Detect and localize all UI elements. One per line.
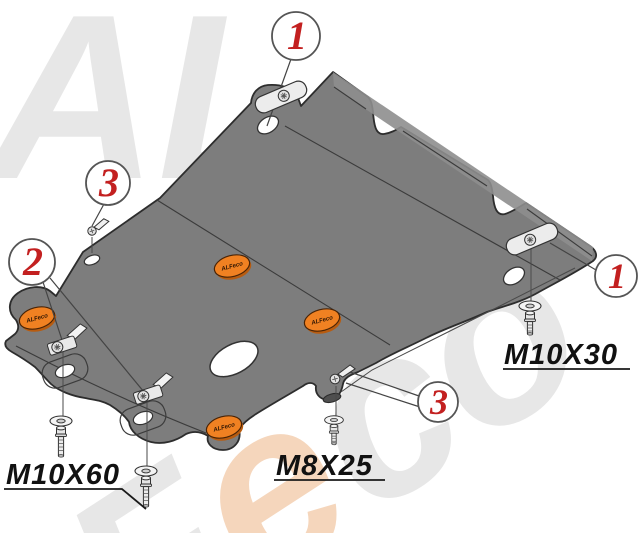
small-bracket-bottom [329,364,356,385]
callout-3-left: 3 [85,160,131,206]
callout-3-bottom: 3 [417,381,459,423]
svg-text:2: 2 [22,239,43,284]
washer-strip-right [505,222,559,256]
small-bracket-top-left [87,218,110,236]
brand-oval-left: ALFeco [18,306,57,332]
mounting-hole-right [502,266,526,286]
plate-top-bevel [333,72,593,261]
plate-holes [41,115,526,436]
washer [49,415,73,427]
brand-oval-center: ALFeco [303,308,342,334]
brand-oval-text: ALFeco [310,315,334,327]
center-service-hole [209,340,259,378]
hardware-m10x60-left [49,415,73,458]
washer [324,415,344,425]
label-m10x60: M10X60 [6,459,120,491]
brand-oval-text: ALFeco [25,313,49,325]
mounting-hole-top [256,115,280,135]
brand-ovals: ALFeco ALFeco ALFeco ALFeco [18,254,342,441]
washer [134,465,158,477]
callout-1-right: 1 [594,254,638,298]
label-m10x60-underline [4,488,147,510]
assembly-axis-lines [62,237,532,470]
brand-oval-text: ALFeco [212,422,236,434]
callouts: 1 1 2 3 3 [8,11,638,423]
callout-1-top: 1 [271,11,321,61]
washer-strip-top [254,80,308,114]
svg-text:1: 1 [608,256,626,296]
brand-oval-text: ALFeco [220,261,244,273]
washer [518,300,542,312]
label-m8x25: M8X25 [276,450,373,482]
bolt [55,425,67,458]
callout-2: 2 [8,238,56,286]
svg-text:1: 1 [287,13,307,58]
svg-text:3: 3 [429,382,448,422]
svg-text:3: 3 [98,160,119,205]
brand-oval-bottom: ALFeco [205,415,244,441]
mounting-hole-left [83,254,101,266]
recess-mid [119,400,167,436]
clamp-bracket-mid [132,372,174,405]
label-m10x30: M10X30 [504,339,618,371]
brand-oval-top: ALFeco [213,254,252,280]
spec-labels: M10X60 M8X25 M10X30 [4,339,630,510]
clamp-bracket-left [46,323,88,356]
